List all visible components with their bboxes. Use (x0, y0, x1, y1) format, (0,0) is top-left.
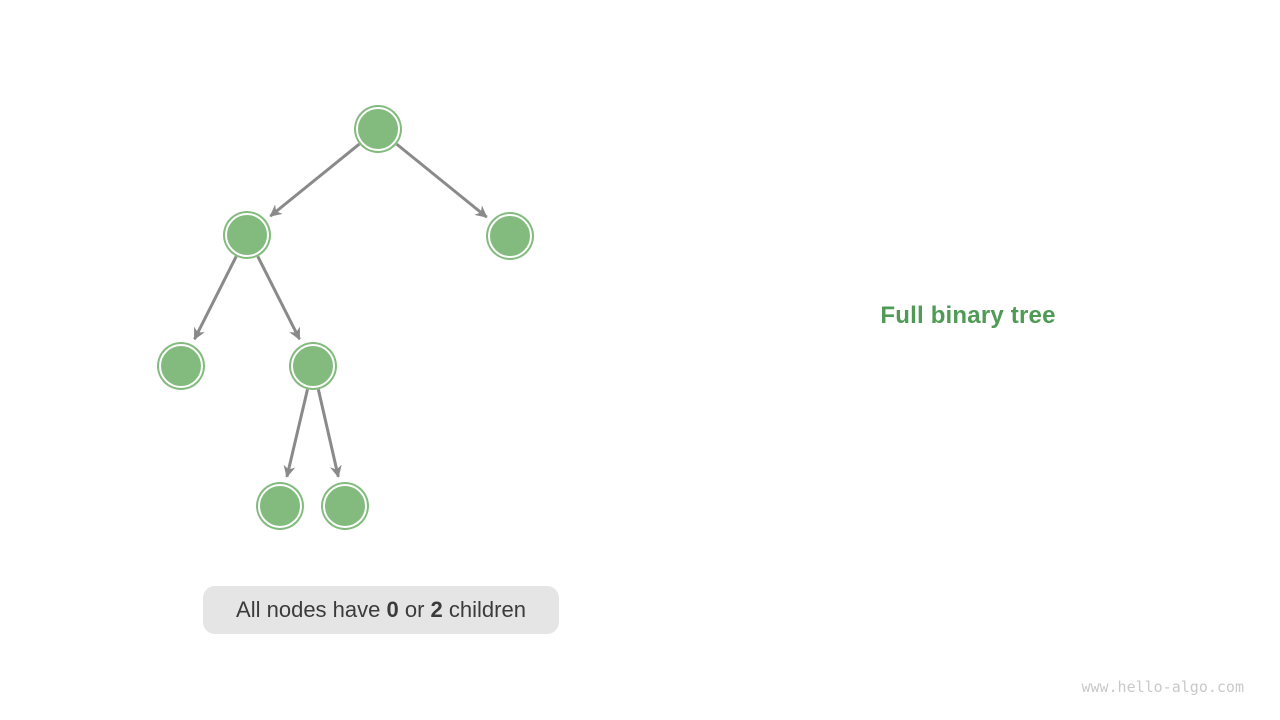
caption-bold-two: 2 (430, 597, 443, 622)
caption-text-3: children (442, 597, 526, 622)
tree-node-ring (225, 213, 269, 257)
tree-node-disc (354, 105, 402, 153)
tree-node-ring (159, 344, 203, 388)
tree-node-r (486, 212, 534, 260)
tree-node-l (223, 211, 271, 259)
tree-node-disc (321, 482, 369, 530)
tree-node-lrl (256, 482, 304, 530)
tree-edge-l-lr (256, 255, 301, 341)
diagram-title: Full binary tree (880, 302, 1056, 329)
caption-pill: All nodes have 0 or 2 children (203, 586, 559, 634)
tree-node-disc (256, 482, 304, 530)
caption-bold-zero: 0 (386, 597, 399, 622)
tree-edge-lr-lrr (316, 389, 342, 478)
tree-edge-lr-lrl (283, 389, 309, 478)
tree-node-ll (157, 342, 205, 390)
tree-node-lrr (321, 482, 369, 530)
tree-node-ring (291, 344, 335, 388)
tree-node-ring (258, 484, 302, 528)
caption-text-1: All nodes have (236, 597, 387, 622)
tree-node-ring (356, 107, 400, 151)
tree-edge-root-l (269, 142, 361, 218)
tree-node-root (354, 105, 402, 153)
watermark: www.hello-algo.com (1081, 678, 1244, 696)
tree-node-disc (486, 212, 534, 260)
tree-node-ring (323, 484, 367, 528)
tree-node-disc (289, 342, 337, 390)
tree-node-disc (223, 211, 271, 259)
tree-node-ring (488, 214, 532, 258)
tree-node-lr (289, 342, 337, 390)
tree-edge-l-ll (193, 255, 238, 341)
caption-text-2: or (398, 597, 431, 622)
tree-edge-root-r (395, 142, 488, 219)
tree-node-disc (157, 342, 205, 390)
